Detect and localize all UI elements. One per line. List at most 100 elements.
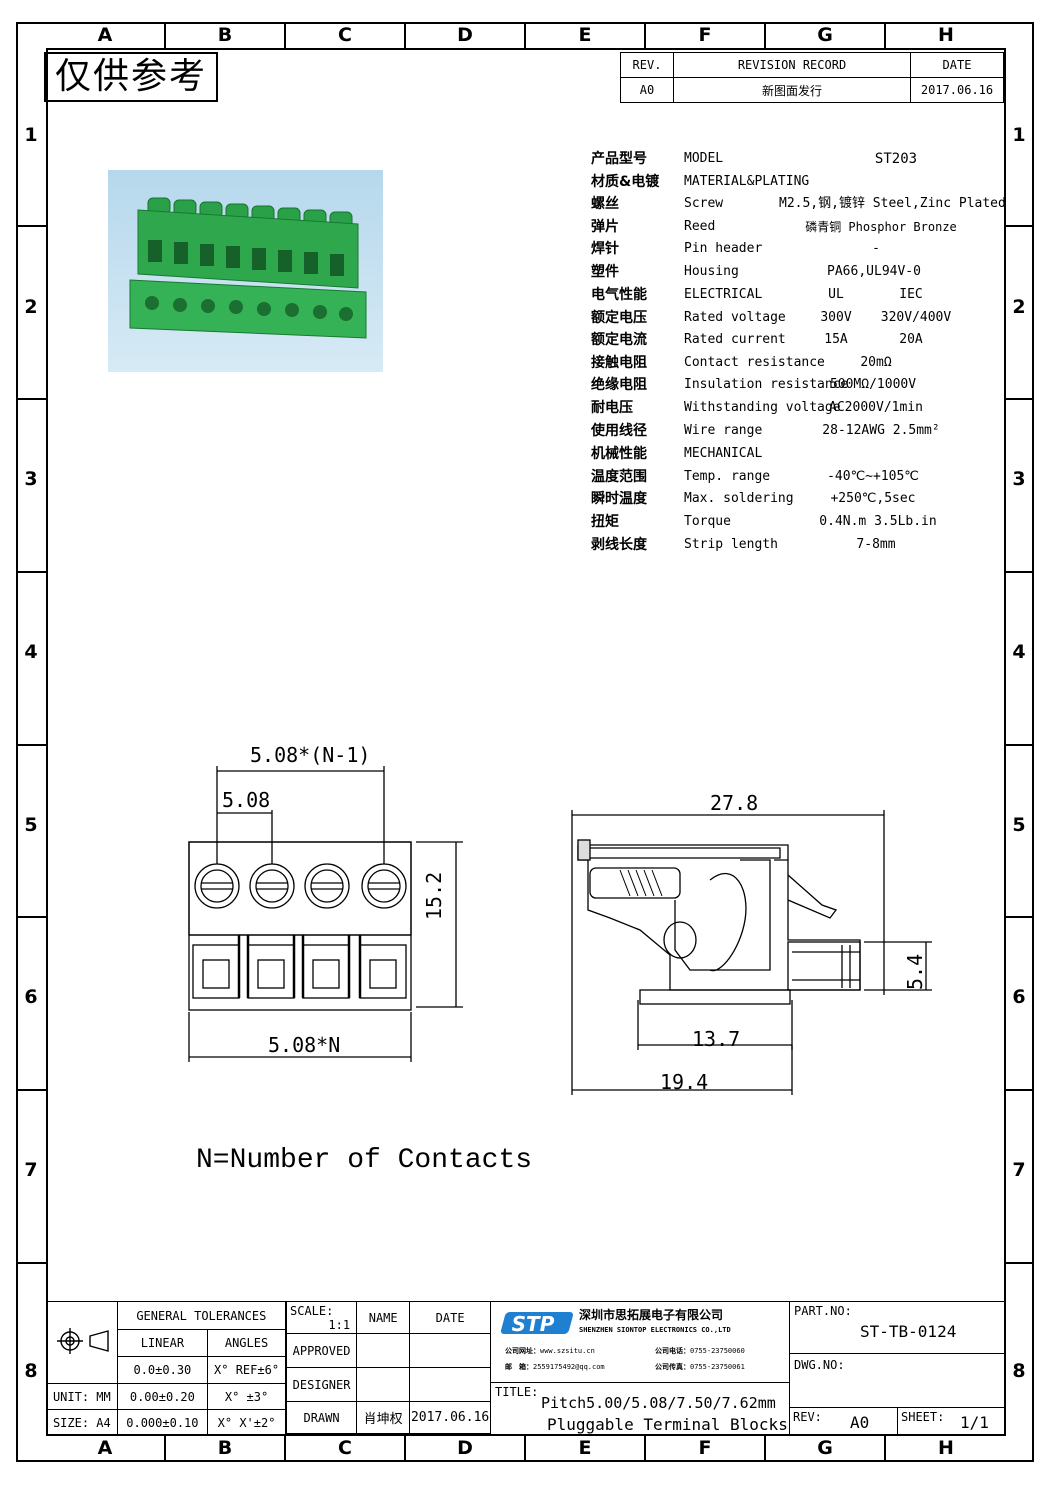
zone-number: 2 xyxy=(24,296,38,318)
contact-row: 邮 箱：2559175492@qq.com 公司传真：0755-23750061 xyxy=(505,1362,785,1372)
revision-description: 新图面发行 xyxy=(673,77,911,103)
dwg-no-label: DWG.NO: xyxy=(794,1358,845,1372)
front-view-drawing xyxy=(188,766,463,1062)
spec-en: Insulation resistance xyxy=(684,377,849,392)
spec-value: -40℃~+105℃ xyxy=(827,469,919,484)
designer-date xyxy=(409,1367,491,1402)
spec-value-iec: 20A xyxy=(899,332,923,347)
zone-number: 5 xyxy=(24,814,38,836)
tolerance-table: GENERAL TOLERANCES LINEAR ANGLES 0.0±0.3… xyxy=(46,1301,287,1436)
zone-number: 6 xyxy=(1012,986,1026,1008)
dim-base-length: 19.4 xyxy=(660,1070,709,1094)
zone-letter: F xyxy=(646,1436,766,1461)
name-header: NAME xyxy=(356,1301,411,1334)
spec-value: M2.5,钢,镀锌 Steel,Zinc Plated xyxy=(779,196,1006,211)
scale-label: SCALE: xyxy=(290,1303,334,1318)
zone-letter: A xyxy=(46,23,166,48)
zone-number: 1 xyxy=(24,124,38,146)
date-header: DATE xyxy=(910,52,1004,78)
zone-letter: D xyxy=(406,1436,526,1461)
spec-cn: 耐电压 xyxy=(591,400,633,416)
dwg-no-cell: DWG.NO: xyxy=(789,1353,1006,1408)
zone-letter: C xyxy=(286,23,406,48)
zone-number: 8 xyxy=(1012,1360,1026,1382)
spec-value: - xyxy=(872,241,880,256)
company-name-cn: 深圳市思拓展电子有限公司 xyxy=(579,1308,724,1322)
zone-number: 2 xyxy=(1012,296,1026,318)
spec-en: Contact resistance xyxy=(684,355,825,370)
spec-cn: 电气性能 xyxy=(591,287,647,303)
spec-en: Housing xyxy=(684,264,739,279)
designer-label: DESIGNER xyxy=(285,1367,358,1402)
zone-number: 7 xyxy=(1012,1159,1026,1181)
spec-en: Pin header xyxy=(684,241,763,256)
spec-value-iec: 320V/400V xyxy=(880,310,952,325)
zone-number: 1 xyxy=(1012,124,1026,146)
rev-value: A0 xyxy=(620,77,674,103)
zone-number: 4 xyxy=(24,641,38,663)
approval-table: SCALE: 1:1 NAME DATE APPROVED DESIGNER D… xyxy=(285,1301,491,1434)
rev-header: REV. xyxy=(620,52,674,78)
drawn-date: 2017.06.16 xyxy=(409,1401,491,1434)
phone-value: 0755-23750060 xyxy=(690,1347,745,1355)
zone-number: 6 xyxy=(24,986,38,1008)
spec-value: 20mΩ xyxy=(860,355,892,370)
dim-pitch-total: 5.08*(N-1) xyxy=(250,743,371,767)
spec-en: Reed xyxy=(684,219,716,234)
company-logo-text: STP xyxy=(512,1312,555,1336)
revision-record-header: REVISION RECORD xyxy=(673,52,911,78)
terminal-block-illustration xyxy=(129,197,367,339)
spec-cn: 弹片 xyxy=(591,219,619,235)
contact-row: 公司网址：www.szsitu.cn 公司电话：0755-23750060 xyxy=(505,1346,785,1356)
zone-number: 3 xyxy=(1012,468,1026,490)
zone-number: 5 xyxy=(1012,814,1026,836)
approved-name xyxy=(356,1333,411,1368)
product-photo xyxy=(108,170,383,372)
spec-cn: 产品型号 xyxy=(591,151,647,167)
spec-cn: 材质&电镀 xyxy=(591,174,660,190)
spec-value: AC2000V/1min xyxy=(829,400,923,415)
spec-value-ul: UL xyxy=(828,287,844,302)
spec-en: Withstanding voltage xyxy=(684,400,841,415)
dim-overall-length: 27.8 xyxy=(710,791,759,815)
spec-cn: 扭矩 xyxy=(591,514,619,530)
drawn-label: DRAWN xyxy=(285,1401,358,1434)
dim-inner-length: 13.7 xyxy=(692,1027,741,1051)
unit-label: UNIT: MM xyxy=(46,1383,118,1410)
email-value: 2559175492@qq.com xyxy=(533,1363,605,1371)
sheet-value: 1/1 xyxy=(960,1413,989,1432)
date-header: DATE xyxy=(409,1301,491,1334)
contacts-note: N=Number of Contacts xyxy=(196,1145,533,1176)
dim-width-total: 5.08*N xyxy=(268,1033,341,1057)
phone-label: 公司电话： xyxy=(655,1347,690,1355)
spec-value: 28-12AWG 2.5mm² xyxy=(822,423,940,438)
spec-en: Screw xyxy=(684,196,724,211)
side-view-drawing xyxy=(571,810,932,1095)
rev-cell: REV: A0 xyxy=(789,1407,898,1436)
part-no-cell: PART.NO: ST-TB-0124 xyxy=(789,1301,1006,1354)
spec-en: MATERIAL&PLATING xyxy=(684,174,810,189)
zone-letter: E xyxy=(526,23,646,48)
zone-letter: F xyxy=(646,23,766,48)
spec-en: Torque xyxy=(684,514,731,529)
title-line-1: Pitch5.00/5.08/7.50/7.62mm xyxy=(541,1394,776,1412)
company-name-en: SHENZHEN SIONTOP ELECTRONICS CO.,LTD xyxy=(579,1326,731,1334)
projection-symbol xyxy=(46,1301,118,1384)
spec-cn: 塑件 xyxy=(591,264,619,280)
spec-cn: 温度范围 xyxy=(591,469,647,485)
zone-letter: G xyxy=(766,1436,886,1461)
drawn-name: 肖坤权 xyxy=(356,1401,411,1434)
zone-letters-bottom: A B C D E F G H xyxy=(46,1436,1006,1461)
spec-en: Rated current xyxy=(684,332,786,347)
spec-cn: 机械性能 xyxy=(591,446,647,462)
spec-value: 500MΩ/1000V xyxy=(829,377,917,392)
sheet-label: SHEET: xyxy=(901,1410,945,1424)
spec-cn: 使用线径 xyxy=(591,423,647,439)
dim-pin-height: 5.4 xyxy=(903,953,927,990)
spec-en: Strip length xyxy=(684,537,778,552)
zone-letters-top: A B C D E F G H xyxy=(46,23,1006,48)
spec-value-ul: 15A xyxy=(824,332,848,347)
tolerance-angle: X° REF±6° xyxy=(207,1356,286,1384)
part-no-value: ST-TB-0124 xyxy=(860,1322,957,1341)
zone-number: 7 xyxy=(24,1159,38,1181)
